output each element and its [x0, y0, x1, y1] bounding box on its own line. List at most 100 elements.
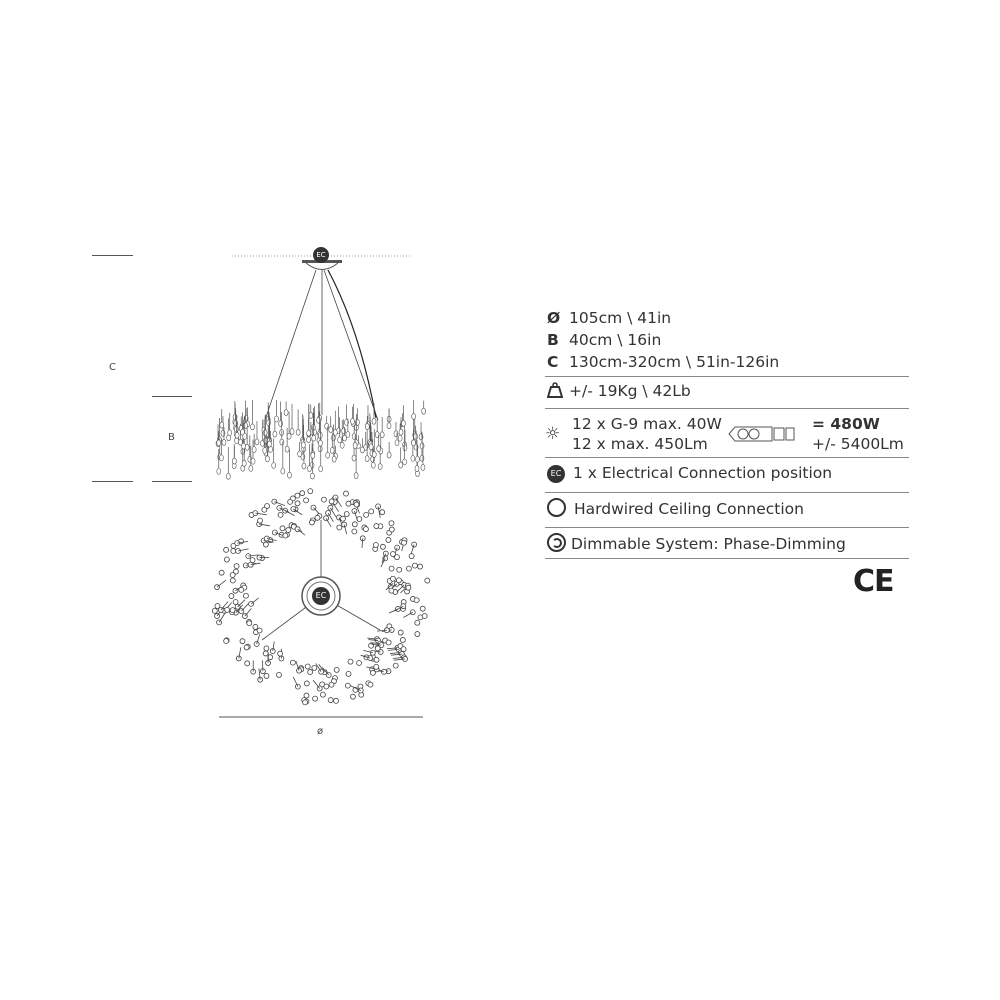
crystal-drop: [287, 498, 294, 505]
crystal-drop: [232, 599, 239, 605]
crystal-drop: [352, 442, 358, 449]
branch: [218, 612, 226, 623]
ce-mark: CE: [853, 564, 895, 599]
crystal-drop: [328, 681, 335, 688]
crystal-drop: [223, 638, 230, 644]
branch: [237, 599, 246, 608]
crystal-drop: [408, 553, 415, 560]
crystal-drop: [343, 511, 350, 517]
dimension-label-c: C: [109, 362, 116, 373]
divider: [545, 408, 909, 409]
crystal-drop: [345, 670, 352, 677]
crystal-drop: [279, 438, 285, 446]
crystal-drop: [310, 472, 315, 480]
crystal-drop: [419, 605, 426, 612]
crystal-drop: [272, 430, 278, 438]
spec-value: 130cm-320cm \ 51in-126in: [569, 353, 780, 371]
crystal-drop: [374, 645, 381, 652]
crystal-drop: [398, 461, 403, 469]
crystal-drop: [372, 542, 379, 548]
crystal-drop: [287, 471, 292, 479]
dimmer-icon: [547, 533, 566, 552]
crystal-drop: [388, 565, 395, 572]
crystal-drop: [360, 446, 365, 454]
crystal-drop: [250, 423, 255, 431]
crystal-drop: [244, 444, 250, 451]
crystal-drop: [311, 664, 318, 671]
crystal-drop: [373, 656, 380, 663]
crystal-drop: [400, 646, 407, 653]
crystal-drop: [388, 526, 395, 533]
branch: [370, 642, 381, 645]
crystal-drop: [230, 542, 237, 549]
crystal-drop: [277, 650, 284, 657]
branch: [321, 667, 329, 676]
branch: [248, 554, 259, 557]
branch: [392, 656, 405, 659]
crystal-drop: [265, 455, 270, 463]
crystal-drop: [318, 465, 324, 473]
crystal-drop: [370, 461, 376, 469]
dimension-label-diameter: ø: [317, 726, 324, 737]
crystal-drop: [223, 556, 230, 563]
crystal-drop: [229, 577, 236, 584]
crystal-drop: [414, 465, 420, 472]
crystal-drop: [301, 441, 306, 449]
crystal-drop: [388, 587, 395, 594]
crystal-drop: [343, 490, 349, 497]
crystal-drop: [308, 412, 314, 419]
crystal-drop: [418, 433, 424, 441]
crystal-drop: [278, 420, 283, 427]
crystal-drop: [262, 650, 269, 657]
branch: [394, 605, 404, 612]
crystal-drop: [301, 462, 307, 470]
crystal-drop: [279, 525, 286, 532]
crystal-drop: [419, 442, 425, 450]
crystal-drop: [325, 451, 331, 459]
branch: [237, 548, 249, 552]
spec-key: Ø: [547, 309, 561, 327]
crystal-drop: [347, 658, 354, 665]
crystal-drop: [351, 454, 357, 462]
crystal-drop: [321, 496, 327, 503]
crystal-drop: [211, 607, 218, 614]
branch: [258, 668, 261, 680]
crystal-drop: [318, 439, 323, 447]
crystal-drop: [286, 432, 292, 440]
crystal-drop: [283, 409, 289, 416]
crystal-drop: [411, 439, 416, 447]
crystal-drop: [276, 672, 282, 678]
crystal-drop: [424, 577, 431, 584]
total-power: = 480W: [812, 415, 880, 433]
crystal-drop: [411, 413, 416, 420]
crystal-drop: [219, 421, 225, 429]
spec-value: Hardwired Ceiling Connection: [574, 500, 804, 518]
crystal-drop: [402, 444, 408, 452]
spec-key: B: [547, 331, 559, 349]
crystal-drop: [232, 568, 239, 575]
crystal-drop: [233, 563, 240, 569]
crystal-drop: [410, 455, 416, 462]
crystal-drop: [320, 691, 326, 698]
crystal-drop: [299, 490, 306, 497]
crystal-drop: [302, 699, 309, 706]
chandelier-side-view: [215, 400, 427, 480]
branch: [367, 637, 377, 640]
suspension-cable: [264, 269, 317, 421]
crystal-drop: [234, 432, 240, 439]
crystal-drop: [232, 457, 237, 465]
branch: [256, 634, 261, 645]
ec-badge: EC: [547, 464, 565, 483]
crystal-drop: [412, 562, 418, 569]
crystal-drop: [238, 586, 245, 593]
spec-value: +/- 19Kg \ 42Lb: [569, 382, 691, 400]
divider: [545, 527, 909, 528]
branch: [371, 643, 382, 646]
crystal-drop: [223, 546, 229, 553]
branch: [238, 647, 242, 659]
crystal-drop: [398, 428, 404, 436]
crystal-drop: [386, 422, 392, 430]
